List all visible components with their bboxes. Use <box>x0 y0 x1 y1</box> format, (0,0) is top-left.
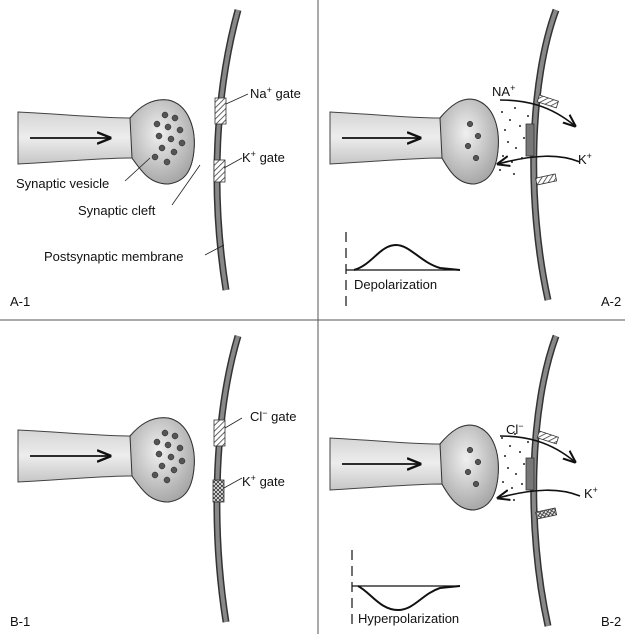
k-ion-label-b2: K+ <box>584 486 598 500</box>
k-efflux-arrow <box>498 490 580 498</box>
panel-b1-id: B-1 <box>10 615 30 628</box>
na-gate-label: Na+ gate <box>250 86 301 100</box>
k-symbol: K <box>242 150 251 165</box>
na-gate-channel <box>215 98 226 124</box>
presynaptic-terminal <box>440 425 498 510</box>
k-charge: + <box>251 149 256 159</box>
k-gate-label-b1: K+ gate <box>242 474 285 488</box>
presynaptic-terminal <box>440 99 498 184</box>
k-ion-charge-b2: + <box>593 485 598 495</box>
k-ion-charge: + <box>587 151 592 161</box>
na-ion-charge: + <box>510 83 515 93</box>
k-charge-b1: + <box>251 473 256 483</box>
panel-b2 <box>330 336 580 630</box>
k-gate-word-b1: gate <box>260 474 285 489</box>
na-ion-text: NA <box>492 84 510 99</box>
k-gate-label: K+ gate <box>242 150 285 164</box>
cl-ion-text: Cl <box>506 422 518 437</box>
panel-a1-id: A-1 <box>10 295 30 308</box>
k-ion-text: K <box>578 152 587 167</box>
panel-a2-id: A-2 <box>601 295 621 308</box>
cl-symbol: Cl <box>250 409 262 424</box>
panel-b1 <box>18 336 242 622</box>
na-symbol: Na <box>250 86 267 101</box>
hyperpolarization-label: Hyperpolarization <box>358 612 459 625</box>
cl-ion-label: Cl− <box>506 422 524 436</box>
membrane-channel-block <box>526 458 534 490</box>
hyperpolarization-curve <box>358 586 460 610</box>
cl-gate-word: gate <box>271 409 296 424</box>
k-gate-open-flap <box>536 174 557 185</box>
na-ion-label: NA+ <box>492 84 515 98</box>
depolarization-graph <box>346 232 460 310</box>
na-charge: + <box>267 85 272 95</box>
k-ion-text-b2: K <box>584 486 593 501</box>
k-ion-label: K+ <box>578 152 592 166</box>
cl-gate-label: Cl− gate <box>250 409 296 423</box>
cl-gate-channel <box>214 420 225 446</box>
k-gate-open-flap <box>536 508 557 519</box>
depolarization-label: Depolarization <box>354 278 437 291</box>
k-symbol-b1: K <box>242 474 251 489</box>
cl-ion-charge: − <box>518 421 523 431</box>
membrane-channel-block <box>526 124 534 156</box>
cl-charge: − <box>262 408 267 418</box>
synaptic-cleft-label: Synaptic cleft <box>78 204 155 217</box>
k-gate-word: gate <box>260 150 285 165</box>
k-gate-channel <box>214 160 225 182</box>
panel-b2-id: B-2 <box>601 615 621 628</box>
synaptic-vesicle-label: Synaptic vesicle <box>16 177 109 190</box>
k-efflux-arrow <box>498 156 580 164</box>
na-gate-word: gate <box>276 86 301 101</box>
panel-a2 <box>330 10 580 310</box>
depolarization-curve <box>354 245 460 270</box>
postsynaptic-membrane-label: Postsynaptic membrane <box>44 250 183 263</box>
panel-a1 <box>18 10 248 290</box>
k-gate-channel <box>213 480 224 502</box>
